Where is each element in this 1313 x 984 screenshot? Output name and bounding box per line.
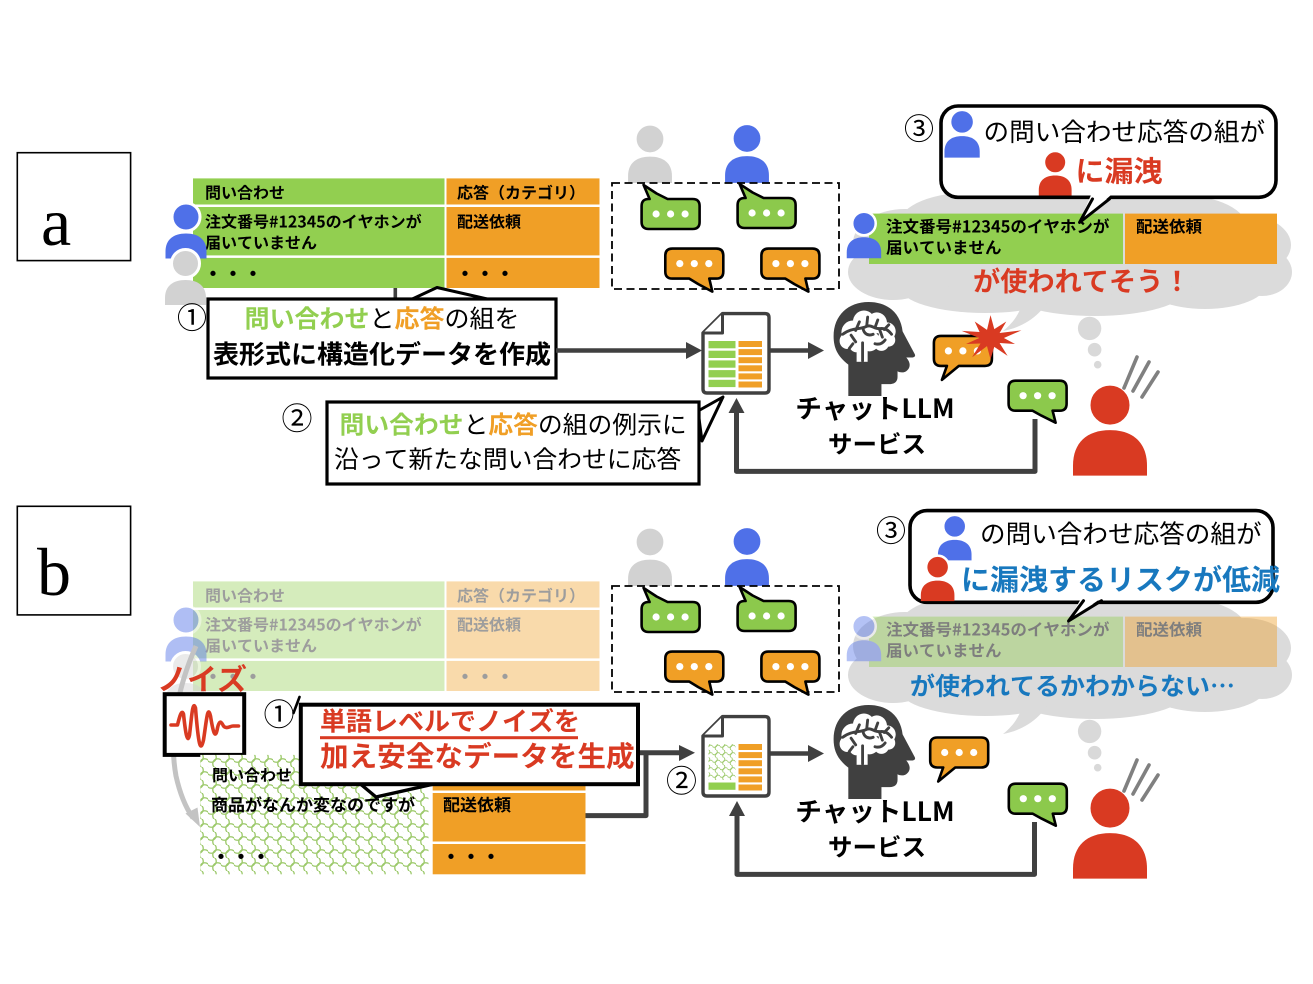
svg-text:b: b (37, 534, 71, 610)
svg-text:a: a (41, 184, 71, 260)
